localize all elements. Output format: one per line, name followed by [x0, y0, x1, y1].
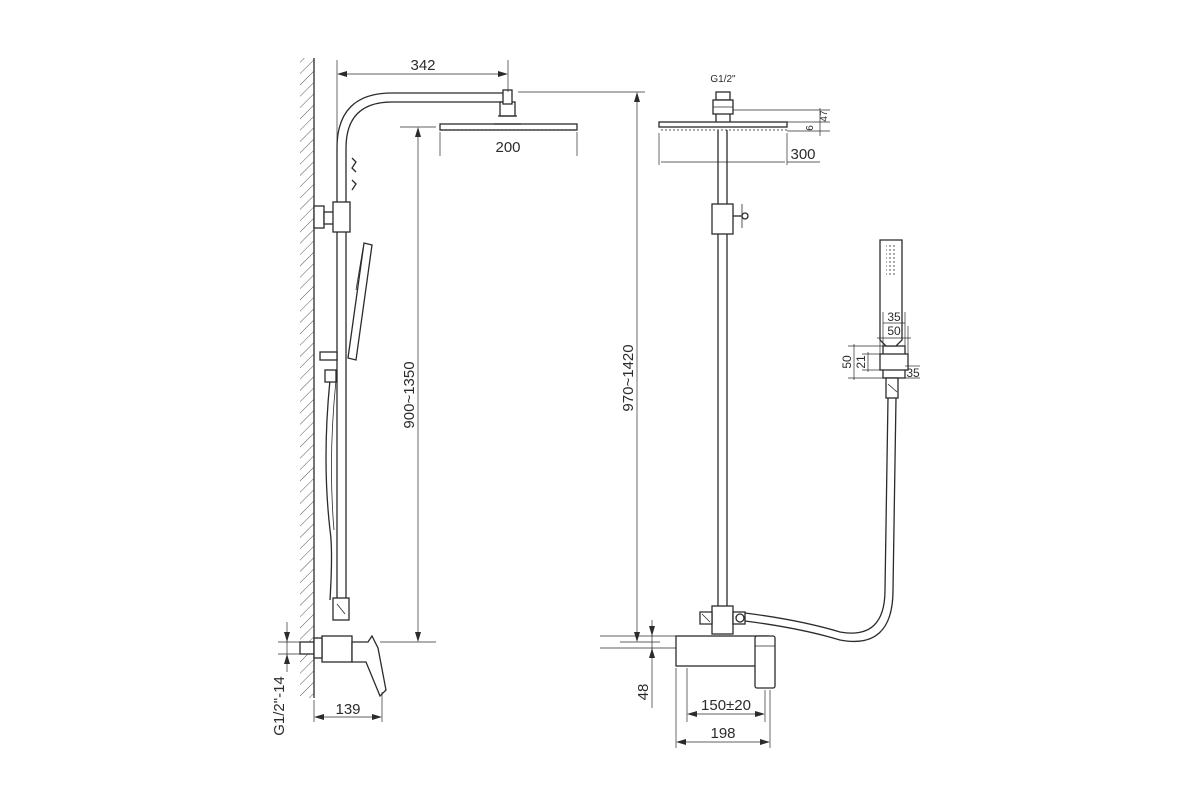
dim-label-48: 48 — [635, 684, 652, 701]
dim-height-range: 900~1350 — [380, 126, 436, 643]
side-mixer — [299, 597, 387, 698]
dim-label-holder-50-top: 50 — [887, 324, 901, 338]
dim-inlet-thread: G1/2"-14 — [271, 622, 300, 736]
dim-label-holder-35-top: 35 — [887, 310, 901, 324]
dim-mixer-height: 48 — [600, 620, 676, 708]
dim-label-holder-35-right: 35 — [906, 366, 920, 380]
dim-head-diameter: 200 — [439, 132, 578, 156]
front-holder — [879, 345, 909, 399]
wall-bracket — [313, 201, 351, 233]
holder-dims: 35 50 50 21 35 — [840, 310, 920, 380]
front-view: G1/2" 47 6 300 970~1420 — [518, 74, 920, 748]
front-shower-head — [658, 121, 788, 131]
dim-label-top-thread: G1/2" — [710, 74, 736, 85]
dim-label-150-20: 150±20 — [701, 697, 751, 714]
dim-label-holder-21-left: 21 — [854, 355, 868, 369]
front-mixer-body — [675, 635, 776, 689]
dim-head-width: 300 — [658, 133, 820, 165]
dim-label-900-1350: 900~1350 — [401, 361, 418, 428]
dim-label-300: 300 — [790, 146, 815, 163]
dim-label-200: 200 — [495, 139, 520, 156]
dim-label-g12-14: G1/2"-14 — [271, 676, 288, 736]
side-hose — [324, 369, 337, 601]
dim-arm-length: 342 — [336, 57, 509, 145]
dim-label-198: 198 — [710, 725, 735, 742]
wall-hatch — [300, 58, 315, 698]
dim-total-height: 970~1420 — [518, 91, 660, 643]
dim-mixer-width: 198 — [675, 668, 771, 748]
side-hand-shower — [319, 242, 373, 361]
dim-label-47: 47 — [819, 110, 830, 122]
dim-label-6: 6 — [805, 125, 816, 131]
dim-head-thickness: 47 6 — [733, 108, 830, 136]
adjust-marks — [351, 157, 357, 191]
dim-depth: 139 — [313, 692, 383, 722]
front-head-connector — [712, 91, 734, 122]
dim-label-holder-50-left: 50 — [840, 355, 854, 369]
side-view: 342 200 900~1350 139 — [271, 57, 578, 736]
dim-label-342: 342 — [410, 57, 435, 74]
front-diverter — [699, 605, 746, 635]
front-hose — [744, 397, 897, 642]
front-riser-pipe — [717, 130, 728, 612]
dim-label-139: 139 — [335, 701, 360, 718]
side-shower-head — [439, 89, 578, 132]
overhead-arm — [336, 92, 508, 149]
front-slider — [711, 203, 749, 235]
dim-label-970-1420: 970~1420 — [620, 344, 637, 411]
dim-center-spacing: 150±20 — [686, 668, 766, 722]
